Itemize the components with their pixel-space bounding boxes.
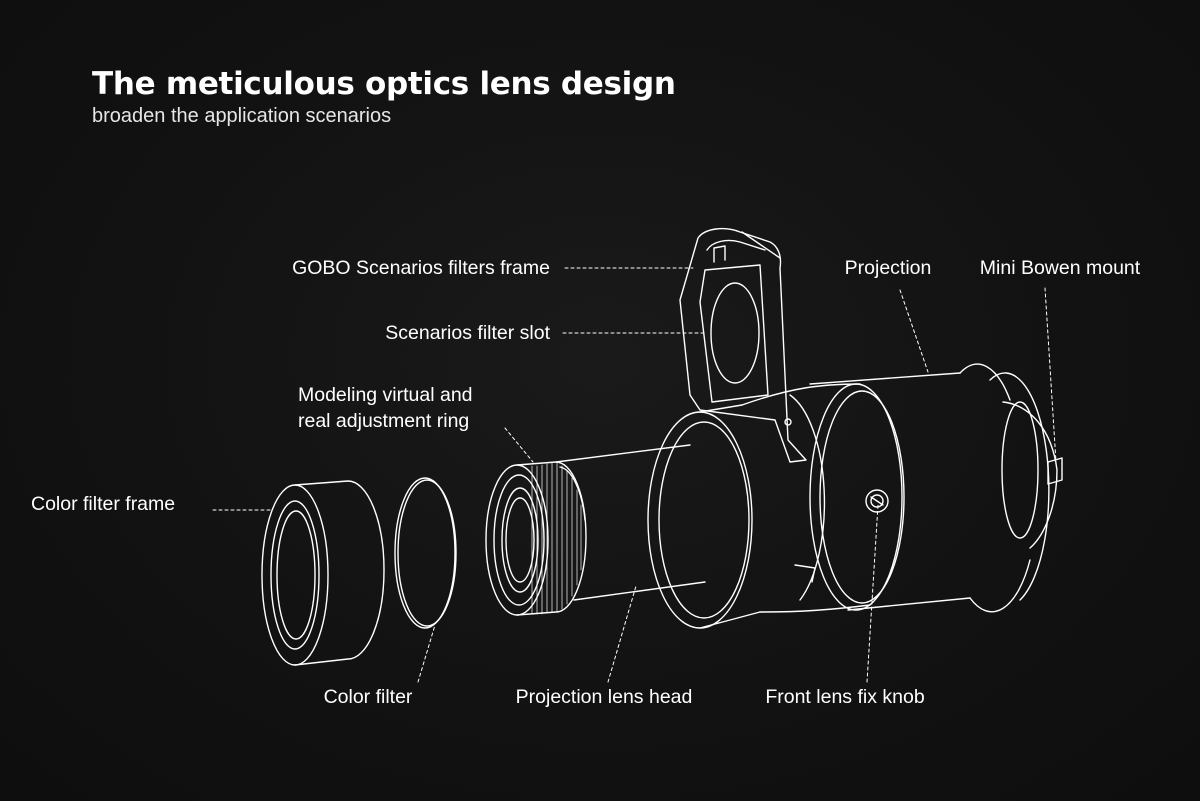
fix-knob-shape bbox=[865, 489, 889, 513]
leader-adjust-ring bbox=[504, 427, 534, 463]
label-fix-knob: Front lens fix knob bbox=[765, 686, 925, 708]
label-adjust-ring-line1: Modeling virtual and bbox=[298, 384, 473, 406]
leader-color-filter bbox=[417, 624, 436, 683]
projector-body-part bbox=[647, 363, 1063, 629]
label-gobo-frame: GOBO Scenarios filters frame bbox=[292, 257, 550, 279]
lens-head-part bbox=[485, 444, 706, 616]
label-lens-head: Projection lens head bbox=[515, 686, 693, 708]
color-filter-frame-part bbox=[261, 480, 385, 666]
label-adjust-ring: Modeling virtual and real adjustment rin… bbox=[298, 382, 473, 434]
label-bowen-mount: Mini Bowen mount bbox=[979, 257, 1141, 279]
label-projection: Projection bbox=[844, 257, 932, 279]
label-color-filter: Color filter bbox=[323, 686, 413, 708]
leader-fix-knob bbox=[866, 504, 879, 683]
gobo-frame-part bbox=[679, 227, 807, 463]
label-color-filter-frame: Color filter frame bbox=[31, 493, 176, 515]
page-title: The meticulous optics lens design bbox=[92, 66, 676, 102]
leader-bowen-mount bbox=[1044, 287, 1057, 463]
label-filter-slot: Scenarios filter slot bbox=[385, 322, 550, 344]
knurl-texture bbox=[531, 462, 582, 615]
page-subtitle: broaden the application scenarios bbox=[92, 105, 392, 127]
leader-projection bbox=[899, 289, 929, 373]
leader-lines bbox=[212, 267, 1057, 683]
color-filter-part bbox=[394, 477, 457, 629]
label-adjust-ring-line2: real adjustment ring bbox=[298, 410, 470, 432]
leader-lens-head bbox=[607, 585, 637, 683]
